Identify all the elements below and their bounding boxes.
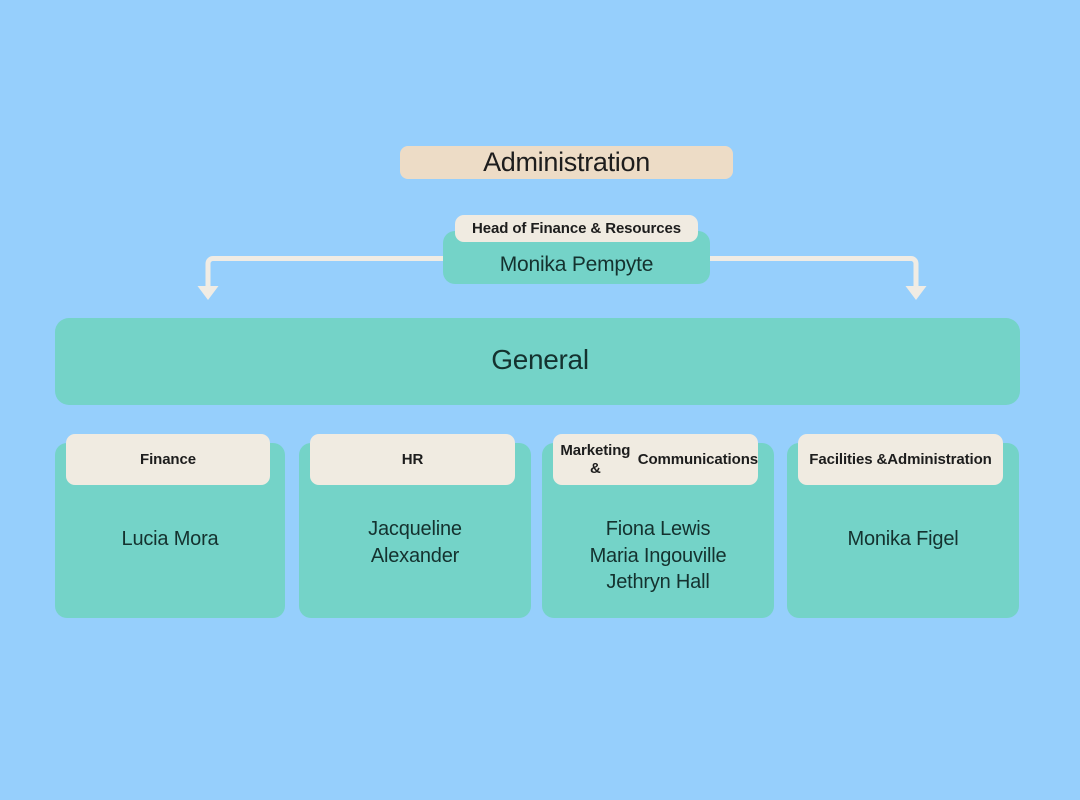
department-people-facilities-administration: Monika Figel [847,528,959,550]
head-of-finance-role-chip: Head of Finance & Resources [455,215,698,242]
department-people-finance: Lucia Mora [121,528,219,550]
general-band[interactable] [55,318,1020,405]
left-connector [197,256,453,300]
administration-header-label: Administration [483,147,650,177]
department-people-marketing-communications: Fiona Lewis Maria Ingouville Jethryn Hal… [589,518,727,594]
right-connector [700,256,927,300]
department-chip-hr: HR [310,434,515,485]
department-chip-finance: Finance [66,434,270,485]
department-chip-marketing-communications: Marketing &Communications [553,434,758,485]
department-chip-facilities-administration: Facilities &Administration [798,434,1003,485]
administration-header: Administration [400,146,733,179]
head-of-finance-person: Monika Pempyte [499,253,654,276]
left-arrowhead [197,286,219,300]
general-band-label: General [491,344,589,375]
right-arrowhead [905,286,927,300]
department-people-hr: Jacqueline Alexander [368,518,462,567]
